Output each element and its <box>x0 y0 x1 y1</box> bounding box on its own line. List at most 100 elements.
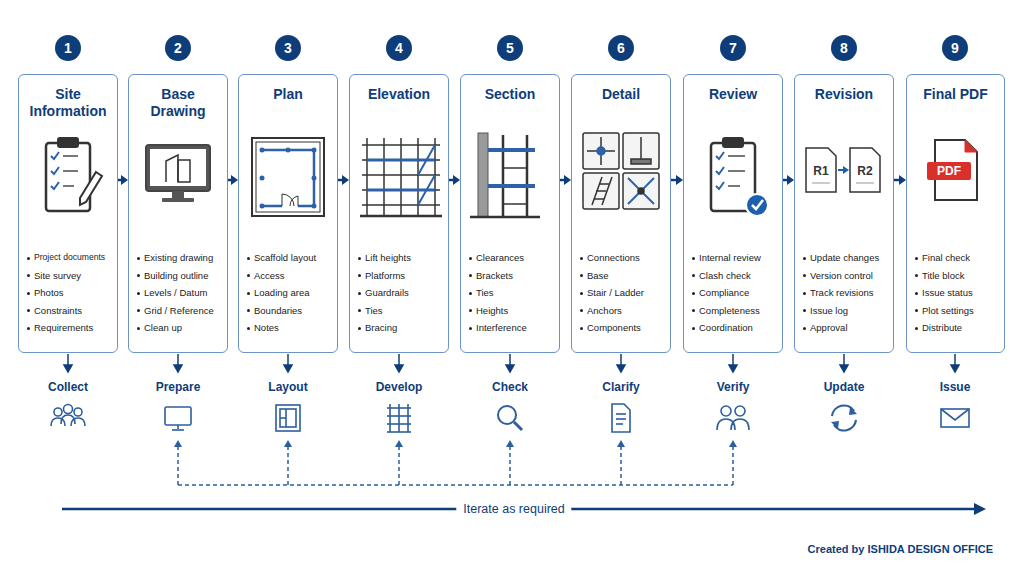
bullet-text: Access <box>254 270 285 281</box>
bullet-dot <box>137 274 140 277</box>
revision-tag: R2 <box>857 164 872 178</box>
box-title: Site Information <box>25 86 111 120</box>
bullet-item: Stair / Ladder <box>579 284 667 302</box>
bullet-item: Completeness <box>691 302 779 320</box>
credit-note: Created by ISHIDA DESIGN OFFICE <box>808 543 993 555</box>
bullet-dot <box>358 274 361 277</box>
bullet-dot <box>358 309 361 312</box>
bullet-dot <box>580 257 583 260</box>
bullet-dot <box>803 309 806 312</box>
bullet-item: Coordination <box>691 319 779 337</box>
bullet-dot <box>27 257 30 260</box>
bullet-item: Plot settings <box>914 302 1001 320</box>
bullet-item: Final check <box>914 249 1001 267</box>
bullet-dot <box>137 309 140 312</box>
bullet-text: Connections <box>587 252 640 263</box>
bullet-text: Guardrails <box>365 287 409 298</box>
bullet-text: Scaffold layout <box>254 252 316 263</box>
bullet-dot <box>469 292 472 295</box>
bullet-dot <box>915 257 918 260</box>
flow-arrow <box>338 175 349 185</box>
bullet-item: Anchors <box>579 302 667 320</box>
bullet-item: Update changes <box>802 249 890 267</box>
bullet-item: Brackets <box>468 267 556 285</box>
process-box: RevisionUpdate changesVersion controlTra… <box>794 74 894 353</box>
callout-number: 3 <box>284 40 292 56</box>
bullet-dot <box>358 257 361 260</box>
callout-number: 2 <box>174 40 182 56</box>
bullet-item: Scaffold layout <box>246 249 334 267</box>
step-number: 1 <box>55 35 81 61</box>
bullet-text: Requirements <box>34 322 93 333</box>
bullet-dot <box>915 274 918 277</box>
bullet-text: Interference <box>476 322 527 333</box>
bullet-item: Requirements <box>26 319 114 337</box>
bullet-item: Title block <box>914 267 1001 285</box>
bullet-item: Platforms <box>357 267 445 285</box>
bullet-text: Issue status <box>922 287 973 298</box>
bullet-item: Lift heights <box>357 249 445 267</box>
step-number: 2 <box>165 35 191 61</box>
bullet-text: Constraints <box>34 305 82 316</box>
revision-tag: R1 <box>813 164 828 178</box>
bullet-dot <box>27 309 30 312</box>
bullet-item: Track revisions <box>802 284 890 302</box>
bullet-dot <box>803 292 806 295</box>
down-arrows <box>64 354 959 372</box>
process-box: Site InformationProject documentsSite su… <box>18 74 118 353</box>
stage-label: Clarify <box>602 380 639 394</box>
process-box: SectionClearancesBracketsTiesHeightsInte… <box>460 74 560 353</box>
step-number: 3 <box>275 35 301 61</box>
step-number: 7 <box>720 35 746 61</box>
bullet-item: Approval <box>802 319 890 337</box>
bullet-item: Notes <box>246 319 334 337</box>
bullet-dot <box>915 327 918 330</box>
bullet-dot <box>358 327 361 330</box>
bullet-dot <box>692 257 695 260</box>
bullet-text: Bracing <box>365 322 397 333</box>
bullet-item: Boundaries <box>246 302 334 320</box>
loop-label: Iterate as required <box>456 502 571 516</box>
bullet-text: Clearances <box>476 252 524 263</box>
iterate-loop <box>62 440 986 515</box>
box-title: Section <box>467 86 553 103</box>
flow-arrow <box>671 175 683 185</box>
bullet-dot <box>469 274 472 277</box>
bullet-item: Loading area <box>246 284 334 302</box>
bullet-text: Photos <box>34 287 64 298</box>
bullet-text: Platforms <box>365 270 405 281</box>
bullet-dot <box>803 274 806 277</box>
bullet-text: Grid / Reference <box>144 305 214 316</box>
stage-label: Layout <box>268 380 307 394</box>
bullet-item: Site survey <box>26 267 114 285</box>
callout-number: 8 <box>840 40 848 56</box>
bullet-list: Final checkTitle blockIssue statusPlot s… <box>914 249 1001 337</box>
bullet-item: Bracing <box>357 319 445 337</box>
bullet-text: Anchors <box>587 305 622 316</box>
bullet-item: Building outline <box>136 267 224 285</box>
bullet-item: Clean up <box>136 319 224 337</box>
bullet-item: Levels / Datum <box>136 284 224 302</box>
flow-arrow <box>894 175 906 185</box>
bullet-dot <box>469 257 472 260</box>
bullet-item: Access <box>246 267 334 285</box>
bullet-text: Compliance <box>699 287 749 298</box>
bullet-dot <box>915 292 918 295</box>
box-title: Review <box>690 86 776 103</box>
bullet-list: Existing drawingBuilding outlineLevels /… <box>136 249 224 337</box>
callout-number: 4 <box>395 40 403 56</box>
box-title: Base Drawing <box>135 86 221 120</box>
bullet-dot <box>469 327 472 330</box>
bullet-item: Internal review <box>691 249 779 267</box>
bullet-dot <box>692 309 695 312</box>
bullet-dot <box>27 274 30 277</box>
flow-arrow <box>783 175 794 185</box>
bullet-text: Ties <box>476 287 494 298</box>
bullet-item: Constraints <box>26 302 114 320</box>
bullet-text: Coordination <box>699 322 753 333</box>
bullet-item: Compliance <box>691 284 779 302</box>
bullet-text: Boundaries <box>254 305 302 316</box>
bullet-text: Base <box>587 270 609 281</box>
flow-arrow <box>449 175 460 185</box>
